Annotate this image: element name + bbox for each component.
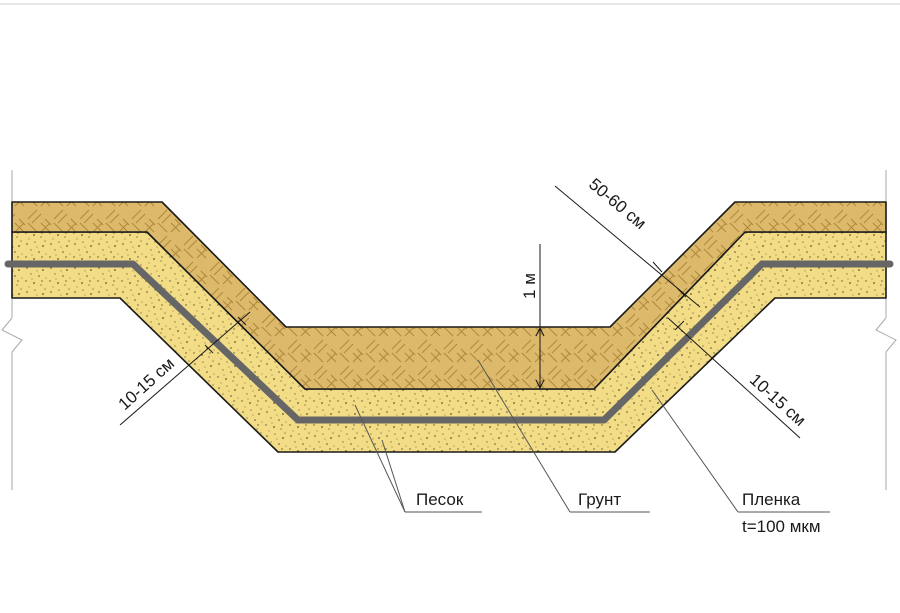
leader-lines — [354, 359, 830, 513]
top-layer-thickness-label: 50-60 см — [585, 175, 650, 234]
depth-dimension — [532, 244, 548, 390]
sand-left-dimension — [119, 311, 251, 426]
sand-right-dimension — [667, 317, 801, 439]
sand-right-thickness-label: 10-15 см — [746, 370, 810, 430]
sand-label: Песок — [416, 490, 464, 509]
depth-label: 1 м — [520, 273, 539, 299]
top-layer-dimension — [554, 185, 701, 308]
soil-label: Грунт — [578, 490, 621, 509]
film-thickness-label: t=100 мкм — [742, 517, 821, 536]
soil-layer — [11, 201, 887, 390]
sand-left-thickness-label: 10-15 см — [115, 354, 179, 414]
film-label: Пленка — [742, 490, 801, 509]
film-liner — [4, 260, 894, 424]
